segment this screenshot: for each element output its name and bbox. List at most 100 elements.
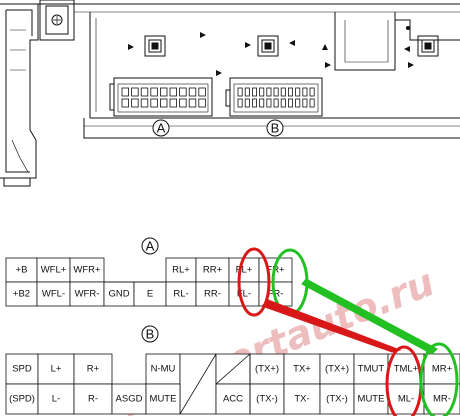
socket-b-pin [266,87,272,97]
connector-b-pin-label: ML- [398,394,414,405]
socket-a-pin [159,87,168,97]
connector-b-pin-label: ACC [223,394,243,405]
connector-a-cell [165,281,197,307]
socket-a-pin [198,98,206,108]
connector-b-pin-label: (TX+) [255,364,279,375]
connector-a-letter: A [146,239,155,254]
front-left-link [261,299,402,353]
connector-a-pin-label: RL+ [172,265,190,276]
socket-a-pin [121,98,129,108]
socket-b-pin [295,87,301,97]
connector-b-pin-label: ASGD [116,394,143,405]
connector-b-heading: B [141,325,159,343]
connector-b-pin-label: R- [88,394,98,405]
socket-a-pin [140,87,149,97]
socket-b-pin [295,98,301,108]
front-left-highlight [237,247,271,317]
connector-a-cell [36,281,71,307]
socket-b-pin [259,98,265,108]
connector-b-pin-label: TX- [294,394,309,405]
front-right-link [301,278,438,355]
connector-b-pin-label: (TX+) [325,364,349,375]
socket-a-pin [131,98,139,108]
socket-b-pin [273,87,279,97]
connector-b-pinout: SPD L+ R+ N-MU (TX+) TX+ (TX+) TMUT TML+ MR+ (SPD)… [5,353,460,415]
socket-a-pin [188,98,197,108]
socket-b-pin [287,87,293,97]
connector-b-pin-label: MR- [433,394,451,405]
socket-a-label: A [152,119,170,137]
connector-b-cell [145,383,181,415]
connector-b-cell [353,353,389,385]
connector-b-socket [225,77,323,117]
connector-b-unused-slash [179,353,217,415]
socket-b-label: B [266,119,284,137]
connector-b-pin-label: TMUT [358,364,385,375]
connector-b-pin-label: (TX-) [256,394,278,405]
connector-b-letter: B [146,327,155,342]
connector-a-pin-label: E [147,289,153,300]
socket-a-pin [121,87,129,97]
socket-a-pin [188,87,197,97]
connector-a-cell [36,257,71,283]
connector-b-cell [353,383,389,415]
socket-b-pin [259,87,265,97]
connector-a-pin-label: RL- [173,289,188,300]
connector-a-pin-label: GND [108,289,129,300]
socket-b-pin [309,98,315,108]
connector-a-pin-label: FR+ [266,265,285,276]
socket-a-pin [169,87,177,97]
connector-b-pin-label: SPD [12,364,32,375]
socket-b-pin [251,98,257,108]
socket-b-pin [244,87,250,97]
connector-b-pin-label: MUTE [150,394,177,405]
socket-b-letter: B [271,121,280,136]
connector-b-pin-label: (TX-) [326,394,348,405]
socket-a-pin [179,87,187,97]
connector-a-pin-label: WFL- [42,289,65,300]
connector-a-pin-label: +B2 [13,289,30,300]
connector-b-pin-label: (SPD) [9,394,35,405]
connector-b-pin-label: MR+ [432,364,453,375]
connector-a-pin-label: RR- [204,289,221,300]
connector-a-cell [5,281,38,307]
connector-b-pin-label: L- [52,394,60,405]
socket-a-pin [169,98,177,108]
connector-b-cell [5,383,39,415]
socket-b-pin [280,87,286,97]
connector-b-pin-label: L+ [51,364,62,375]
socket-a-pin [140,98,149,108]
socket-b-pin [244,98,250,108]
connector-a-pin-label: WFR+ [73,265,101,276]
connector-a-heading: A [141,237,159,255]
socket-b-pin [237,87,243,97]
socket-b-pin [251,87,257,97]
connector-b-pin-label: TML+ [394,364,419,375]
socket-a-pin [159,98,168,108]
connector-a-pin-label: WFR- [75,289,100,300]
socket-b-pin [237,98,243,108]
connector-b-cell [249,383,285,415]
socket-a-pin [150,87,158,97]
connector-b-unused-slash [215,353,251,385]
connector-b-pin-label: TX+ [293,364,311,375]
connector-b-pin-label: R+ [87,364,100,375]
socket-a-pin [131,87,139,97]
socket-a-letter: A [157,121,166,136]
socket-b-pin [287,98,293,108]
socket-b-pin [266,98,272,108]
connector-a-cell [69,281,105,307]
mr-highlight [419,342,459,416]
socket-b-pin [302,87,308,97]
socket-b-pin [309,87,315,97]
connector-b-pin-label: N-MU [151,364,176,375]
connector-b-cell [111,383,147,415]
connector-b-pin-label: MUTE [358,394,385,405]
connector-a-cell [69,257,105,283]
socket-a-pin [150,98,158,108]
connector-a-cell [5,257,38,283]
connector-b-cell [283,383,321,415]
connector-a-pin-label: FL- [237,289,251,300]
